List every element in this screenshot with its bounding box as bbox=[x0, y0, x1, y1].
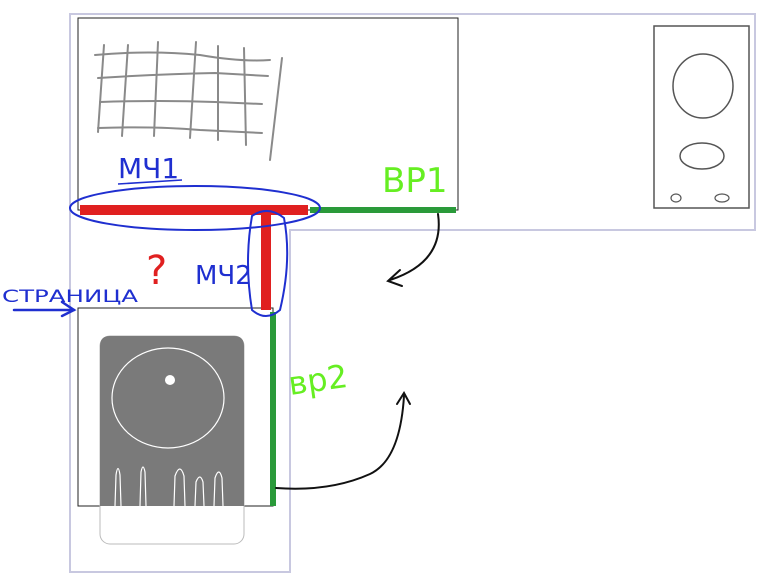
mch2-label: МЧ2 bbox=[195, 261, 252, 291]
mch2-highlight-ellipse bbox=[247, 210, 289, 317]
page-arrow bbox=[12, 300, 77, 318]
page-label: СТРАНИЦА bbox=[2, 287, 139, 307]
mch1-underline bbox=[117, 179, 183, 185]
stove bbox=[99, 335, 245, 545]
room-outline bbox=[69, 13, 756, 573]
vr1-label: ВР1 bbox=[382, 161, 447, 201]
mch1-label: МЧ1 bbox=[118, 152, 179, 185]
question-mark: ? bbox=[146, 248, 167, 294]
arrow-vr1 bbox=[386, 213, 440, 287]
vr2-label: вр2 bbox=[286, 357, 350, 403]
mch1-highlight-ellipse bbox=[69, 185, 321, 231]
appliance-upper-right bbox=[653, 25, 750, 209]
arrow-vr2 bbox=[275, 391, 411, 490]
grid-sketch bbox=[94, 41, 283, 161]
